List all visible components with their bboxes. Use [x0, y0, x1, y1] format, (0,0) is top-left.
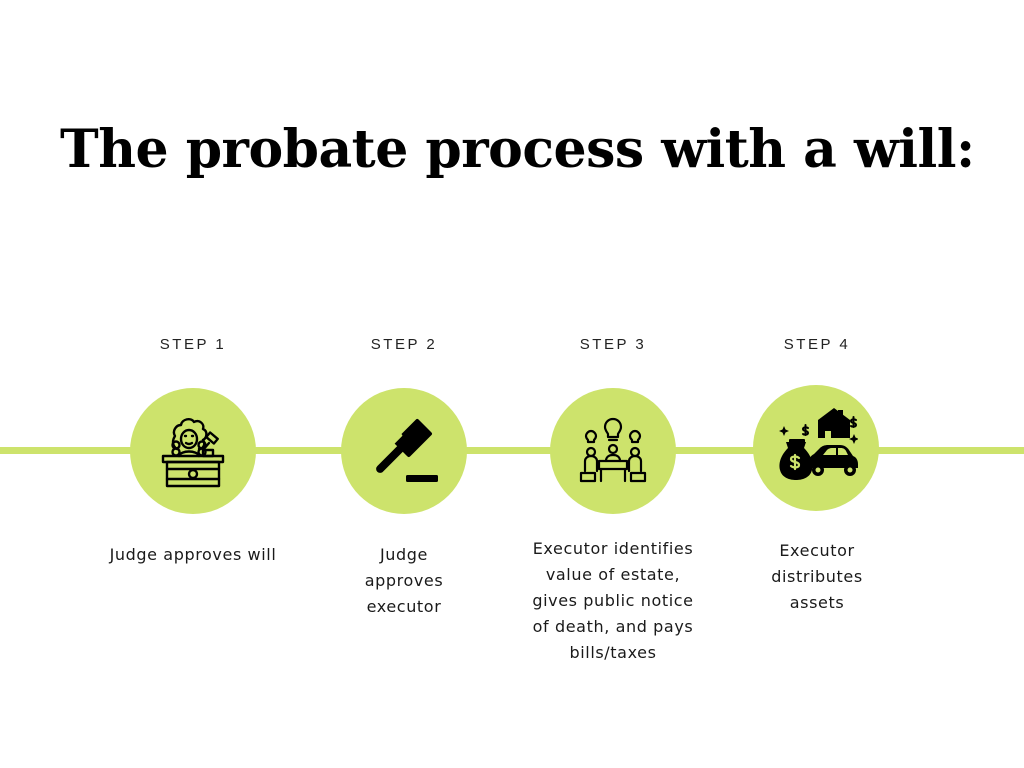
step-2-label: STEP 2: [370, 336, 438, 353]
step-4-description: Executor distributes assets: [771, 541, 863, 612]
step-3-description: Executor identifies value of estate, giv…: [532, 539, 694, 662]
step-4-label: STEP 4: [783, 336, 851, 353]
timeline-line: [0, 447, 1024, 454]
step-1-circle: [130, 388, 256, 514]
step-2-description: Judge approves executor: [364, 545, 444, 616]
step-3-circle: [550, 388, 676, 514]
page-title: The probate process with a will:: [60, 119, 975, 180]
judge-icon: [161, 417, 225, 488]
step-3-label: STEP 3: [579, 336, 647, 353]
gavel-icon: [376, 419, 438, 482]
step-4-circle: [753, 385, 879, 511]
step-2-circle: [341, 388, 467, 514]
meeting-icon: [579, 417, 647, 483]
step-1-description: Judge approves will: [109, 545, 277, 564]
step-1-label: STEP 1: [159, 336, 227, 353]
assets-icon: [779, 408, 858, 480]
